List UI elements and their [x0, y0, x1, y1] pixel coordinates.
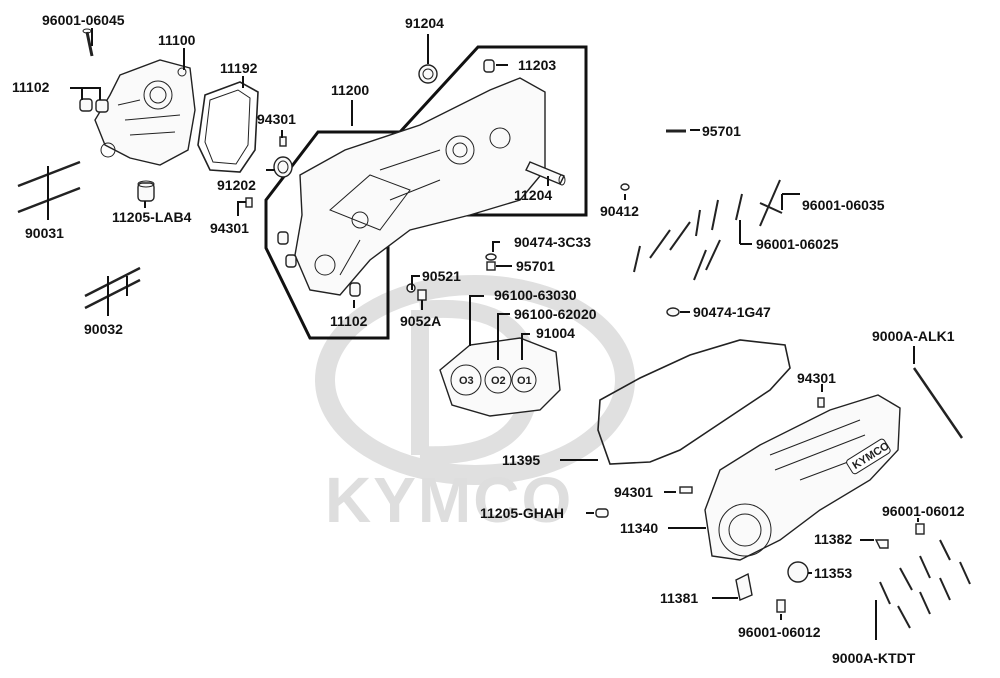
part-label: 11382 [814, 531, 852, 547]
outer-cover-part: KYMCO [704, 394, 901, 561]
bolts-96001-06035-part [695, 179, 783, 237]
part-label: 11102 [330, 313, 368, 329]
part-label: 11381 [660, 590, 698, 606]
part-label: 91204 [405, 15, 444, 31]
part-label: 11395 [502, 452, 540, 468]
right-crankcase-part [294, 77, 546, 296]
small-bolts-94301-part [595, 397, 825, 518]
oil-seal-91204-part [418, 64, 438, 84]
part-label: 96001-06012 [882, 503, 965, 519]
part-label: 96001-06045 [42, 12, 125, 28]
oil-seal-91202-part [273, 156, 293, 178]
bolt-96001-06012-top-part [915, 523, 925, 535]
dowel-pins-part [79, 98, 109, 113]
part-label: 90031 [25, 225, 64, 241]
part-label: 96001-06025 [756, 236, 839, 252]
bolt-9000a-alk1-part [912, 367, 964, 439]
leader-lines [47, 28, 919, 640]
watermark-text: KYMCO [325, 464, 573, 536]
left-crankcase-part [94, 59, 196, 166]
part-label: 90412 [600, 203, 639, 219]
part-label: 94301 [257, 111, 296, 127]
clip-11382-part [874, 539, 889, 549]
bolt-96001-06012-bottom-part [776, 599, 786, 613]
part-label: 11205-GHAH [480, 505, 564, 521]
bolt-9052a-part [417, 289, 427, 301]
part-label: 90474-3C33 [514, 234, 591, 250]
gasket-11395-part [597, 339, 791, 465]
part-label: 11200 [331, 82, 369, 98]
gear-mark-o3: O3 [459, 375, 474, 387]
bolt-set-9000a-ktdt-part [879, 539, 971, 629]
dowel-11102-part [349, 282, 361, 297]
part-label: 11204 [514, 187, 552, 203]
part-label: 94301 [614, 484, 653, 500]
bracket-11381-part [735, 572, 753, 601]
part-label: 95701 [516, 258, 555, 274]
part-label: 96100-63030 [494, 287, 577, 303]
part-label: 90032 [84, 321, 123, 337]
part-label: 11203 [518, 57, 556, 73]
cap-11353-part [787, 561, 809, 583]
bolt-95701-part [486, 261, 496, 271]
dowel-11203-part [483, 59, 495, 73]
part-label: 91202 [217, 177, 256, 193]
part-label: 96100-62020 [514, 306, 597, 322]
washer-90474-1g47-part [666, 307, 680, 317]
part-label: 9000A-ALK1 [872, 328, 955, 344]
part-label: 96001-06012 [738, 624, 821, 640]
shaft-11204-part [525, 161, 566, 186]
bearing-11205-part [137, 180, 155, 202]
part-label: 11100 [158, 32, 196, 48]
washer-90412-part [620, 183, 630, 191]
part-label: 11192 [220, 60, 258, 76]
bolts-96001-06025-part [633, 221, 721, 281]
part-labels: 96001-06045 11100 11102 11192 90031 1120… [12, 12, 965, 666]
part-label: 11102 [12, 79, 50, 95]
pins-part [277, 231, 297, 268]
bolt-part [82, 28, 94, 57]
long-studs-90032-part [84, 266, 141, 310]
washer-90474-3c33-part [485, 253, 497, 261]
part-label: 94301 [797, 370, 836, 386]
gear-cover-part: O3 O2 O1 [439, 337, 561, 417]
part-label: 11340 [620, 520, 658, 536]
part-label: 90474-1G47 [693, 304, 771, 320]
part-label: 11353 [814, 565, 852, 581]
part-label: 9000A-KTDT [832, 650, 916, 666]
gear-mark-o2: O2 [491, 375, 506, 387]
gear-mark-o1: O1 [517, 375, 532, 387]
part-label: 90521 [422, 268, 461, 284]
part-label: 9052A [400, 313, 441, 329]
part-label: 11205-LAB4 [112, 209, 192, 225]
part-label: 94301 [210, 220, 249, 236]
part-label: 95701 [702, 123, 741, 139]
gasket-11192-part [197, 81, 259, 173]
part-label: 96001-06035 [802, 197, 885, 213]
kymco-watermark-logo: KYMCO [315, 275, 635, 536]
part-label: 91004 [536, 325, 575, 341]
